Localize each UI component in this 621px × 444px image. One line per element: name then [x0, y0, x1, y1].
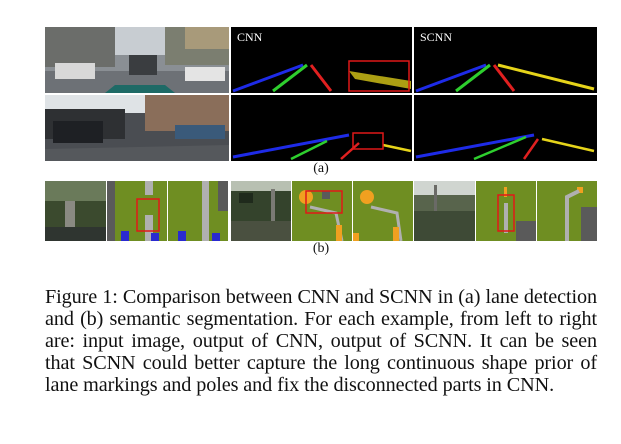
scnn-seg-output-2 — [353, 181, 413, 241]
lane-input-photo-1 — [45, 27, 229, 93]
figure-caption: Figure 1: Comparison between CNN and SCN… — [45, 286, 597, 396]
seg-input-photo-1 — [45, 181, 106, 241]
highlight-box — [497, 194, 515, 232]
cnn-seg-output-1 — [107, 181, 167, 241]
sublabel-b: (b) — [312, 241, 330, 256]
panel-title-cnn: CNN — [237, 30, 263, 44]
highlight-box — [136, 198, 160, 232]
cnn-lane-output-2 — [231, 95, 412, 161]
highlight-box — [352, 132, 384, 150]
sublabel-a: (a) — [313, 161, 329, 176]
seg-input-photo-2 — [231, 181, 291, 241]
highlight-box — [348, 60, 410, 92]
highlight-box — [305, 190, 343, 214]
scnn-seg-output-1 — [168, 181, 228, 241]
scnn-lane-output-2 — [414, 95, 597, 161]
seg-input-photo-3 — [414, 181, 475, 241]
cnn-seg-output-3 — [476, 181, 536, 241]
cnn-lane-output-1: CNN — [231, 27, 412, 93]
scnn-seg-output-3 — [537, 181, 597, 241]
cnn-seg-output-2 — [292, 181, 352, 241]
scnn-lane-output-1: SCNN — [414, 27, 597, 93]
panel-title-scnn: SCNN — [420, 30, 453, 44]
lane-input-photo-2 — [45, 95, 229, 161]
